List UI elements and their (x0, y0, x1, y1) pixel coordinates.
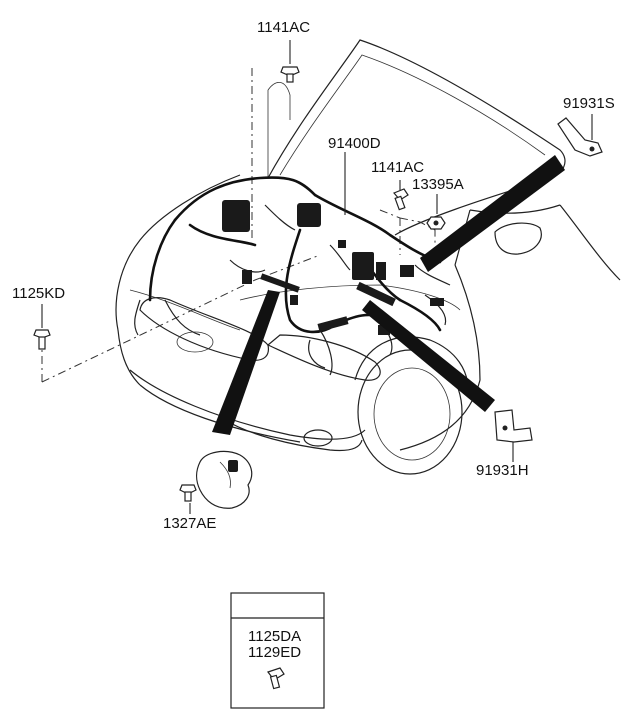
callout-91931s: 91931S (563, 95, 615, 112)
legend-1129ed: 1129ED (248, 644, 301, 661)
dash-leaders (41, 68, 436, 383)
hood-panel (267, 39, 566, 236)
connector-blocks (222, 200, 444, 335)
bolt-1125kd-icon (33, 329, 51, 350)
pointer-wedges (212, 155, 565, 435)
callout-1141ac-top: 1141AC (257, 19, 310, 36)
front-bumper (129, 369, 366, 440)
callout-13395a: 13395A (412, 176, 464, 193)
grommet-1327ae-icon (179, 450, 253, 509)
legend-bolt-icon (267, 667, 285, 690)
side-mirror (494, 222, 542, 255)
wedge-to-91931s (420, 155, 565, 272)
wedge-to-91931h (362, 300, 495, 412)
wedge-to-1327ae (212, 290, 280, 435)
callout-91400d: 91400D (328, 135, 381, 152)
nut-13395a-icon (426, 216, 446, 230)
fuse-box (222, 200, 250, 232)
callout-1141ac-mid: 1141AC (371, 159, 424, 176)
vehicle-outline (115, 39, 621, 475)
headlamp (266, 334, 381, 381)
ecu-connector (352, 252, 374, 280)
callout-1327ae: 1327AE (163, 515, 216, 532)
bolt-1141ac-mid-icon (392, 188, 409, 211)
bolt-1141ac-top-icon (280, 66, 300, 83)
relay-block (297, 203, 321, 227)
front-wheel (357, 349, 463, 475)
fastener-legend-box: 1125DA 1129ED (230, 592, 325, 709)
callout-1125kd: 1125KD (12, 285, 65, 302)
fog-lamp (303, 429, 333, 447)
bracket-91931h-icon (494, 409, 533, 443)
legend-1125da: 1125DA (248, 628, 301, 645)
callout-91931h: 91931H (476, 462, 529, 479)
bracket-91931s-icon (557, 117, 603, 157)
